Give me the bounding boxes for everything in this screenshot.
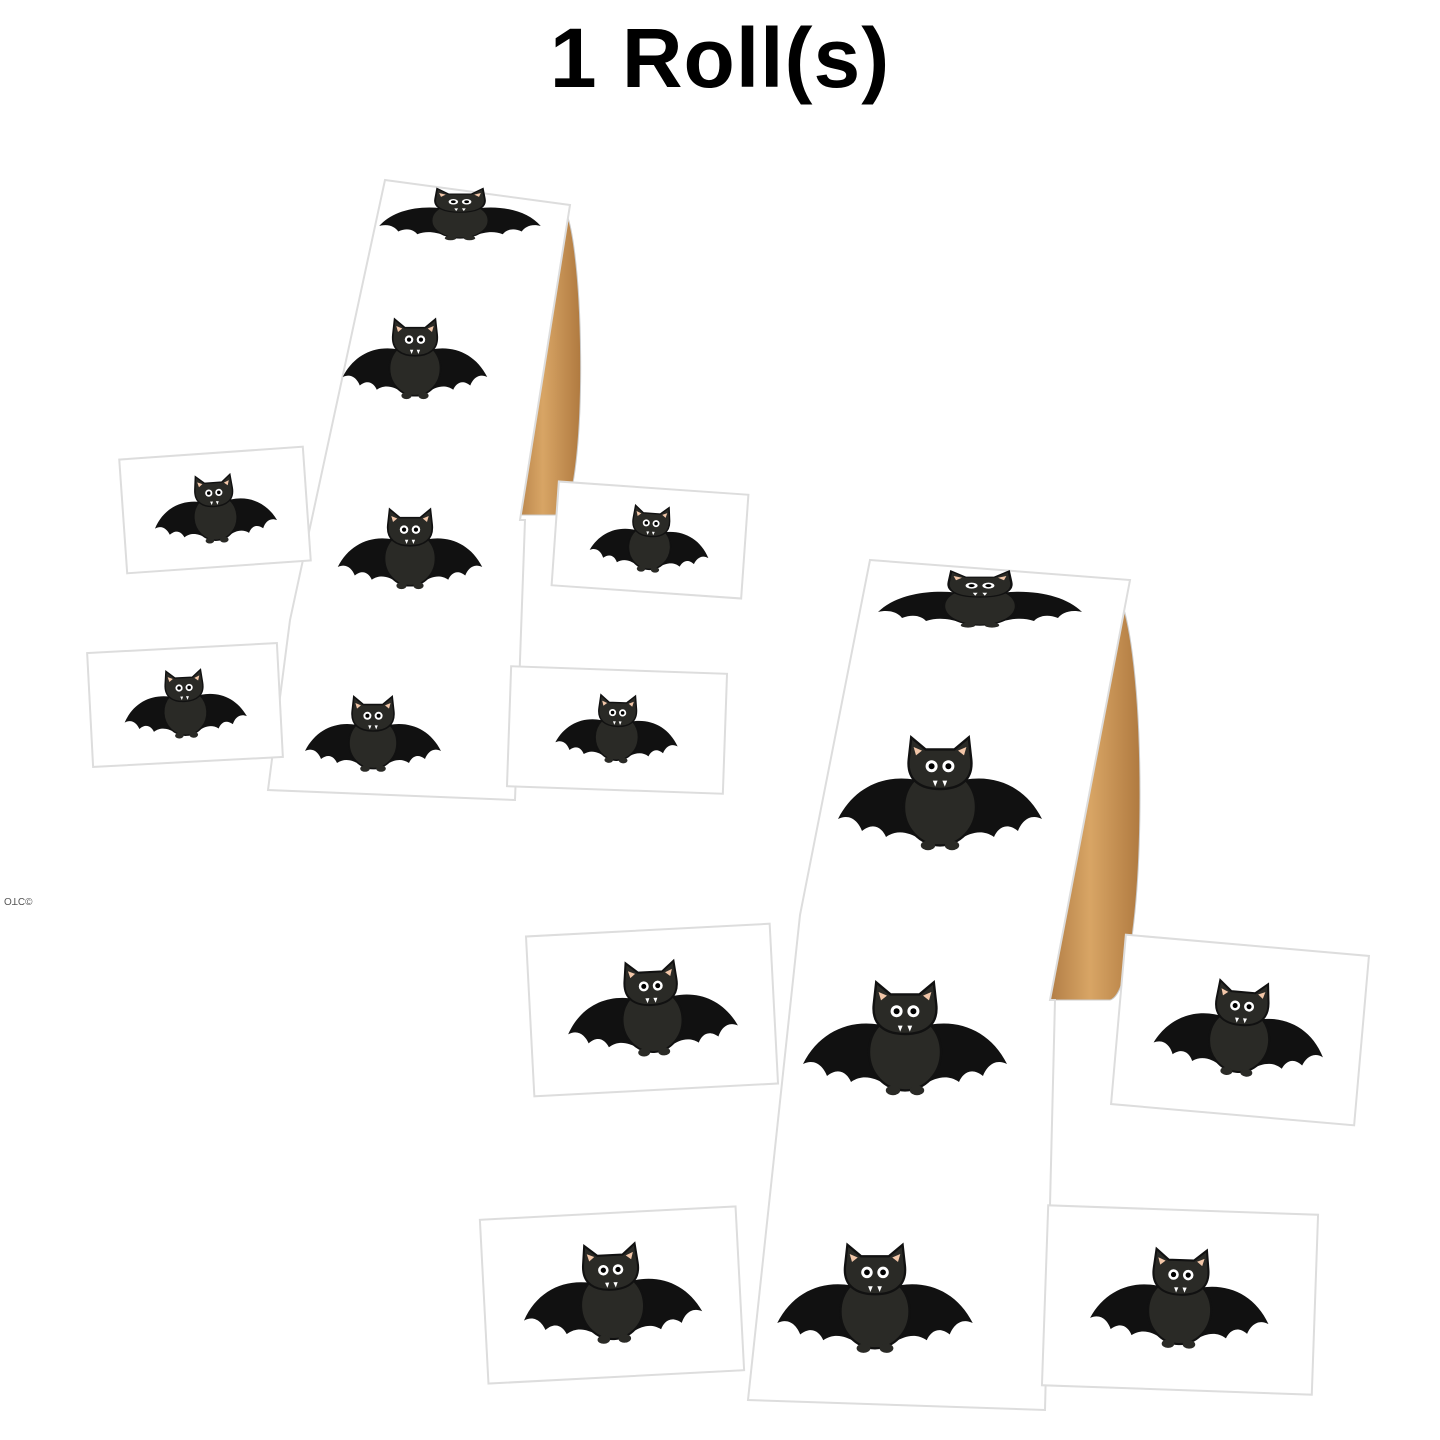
loose-stickers-1 xyxy=(86,445,750,795)
loose-stickers-2 xyxy=(478,922,1371,1396)
roll-strip xyxy=(266,178,572,802)
sticker-roll-2 xyxy=(746,558,1141,1412)
sticker-roll-1 xyxy=(266,178,582,802)
product-title: 1 Roll(s) xyxy=(549,11,891,105)
